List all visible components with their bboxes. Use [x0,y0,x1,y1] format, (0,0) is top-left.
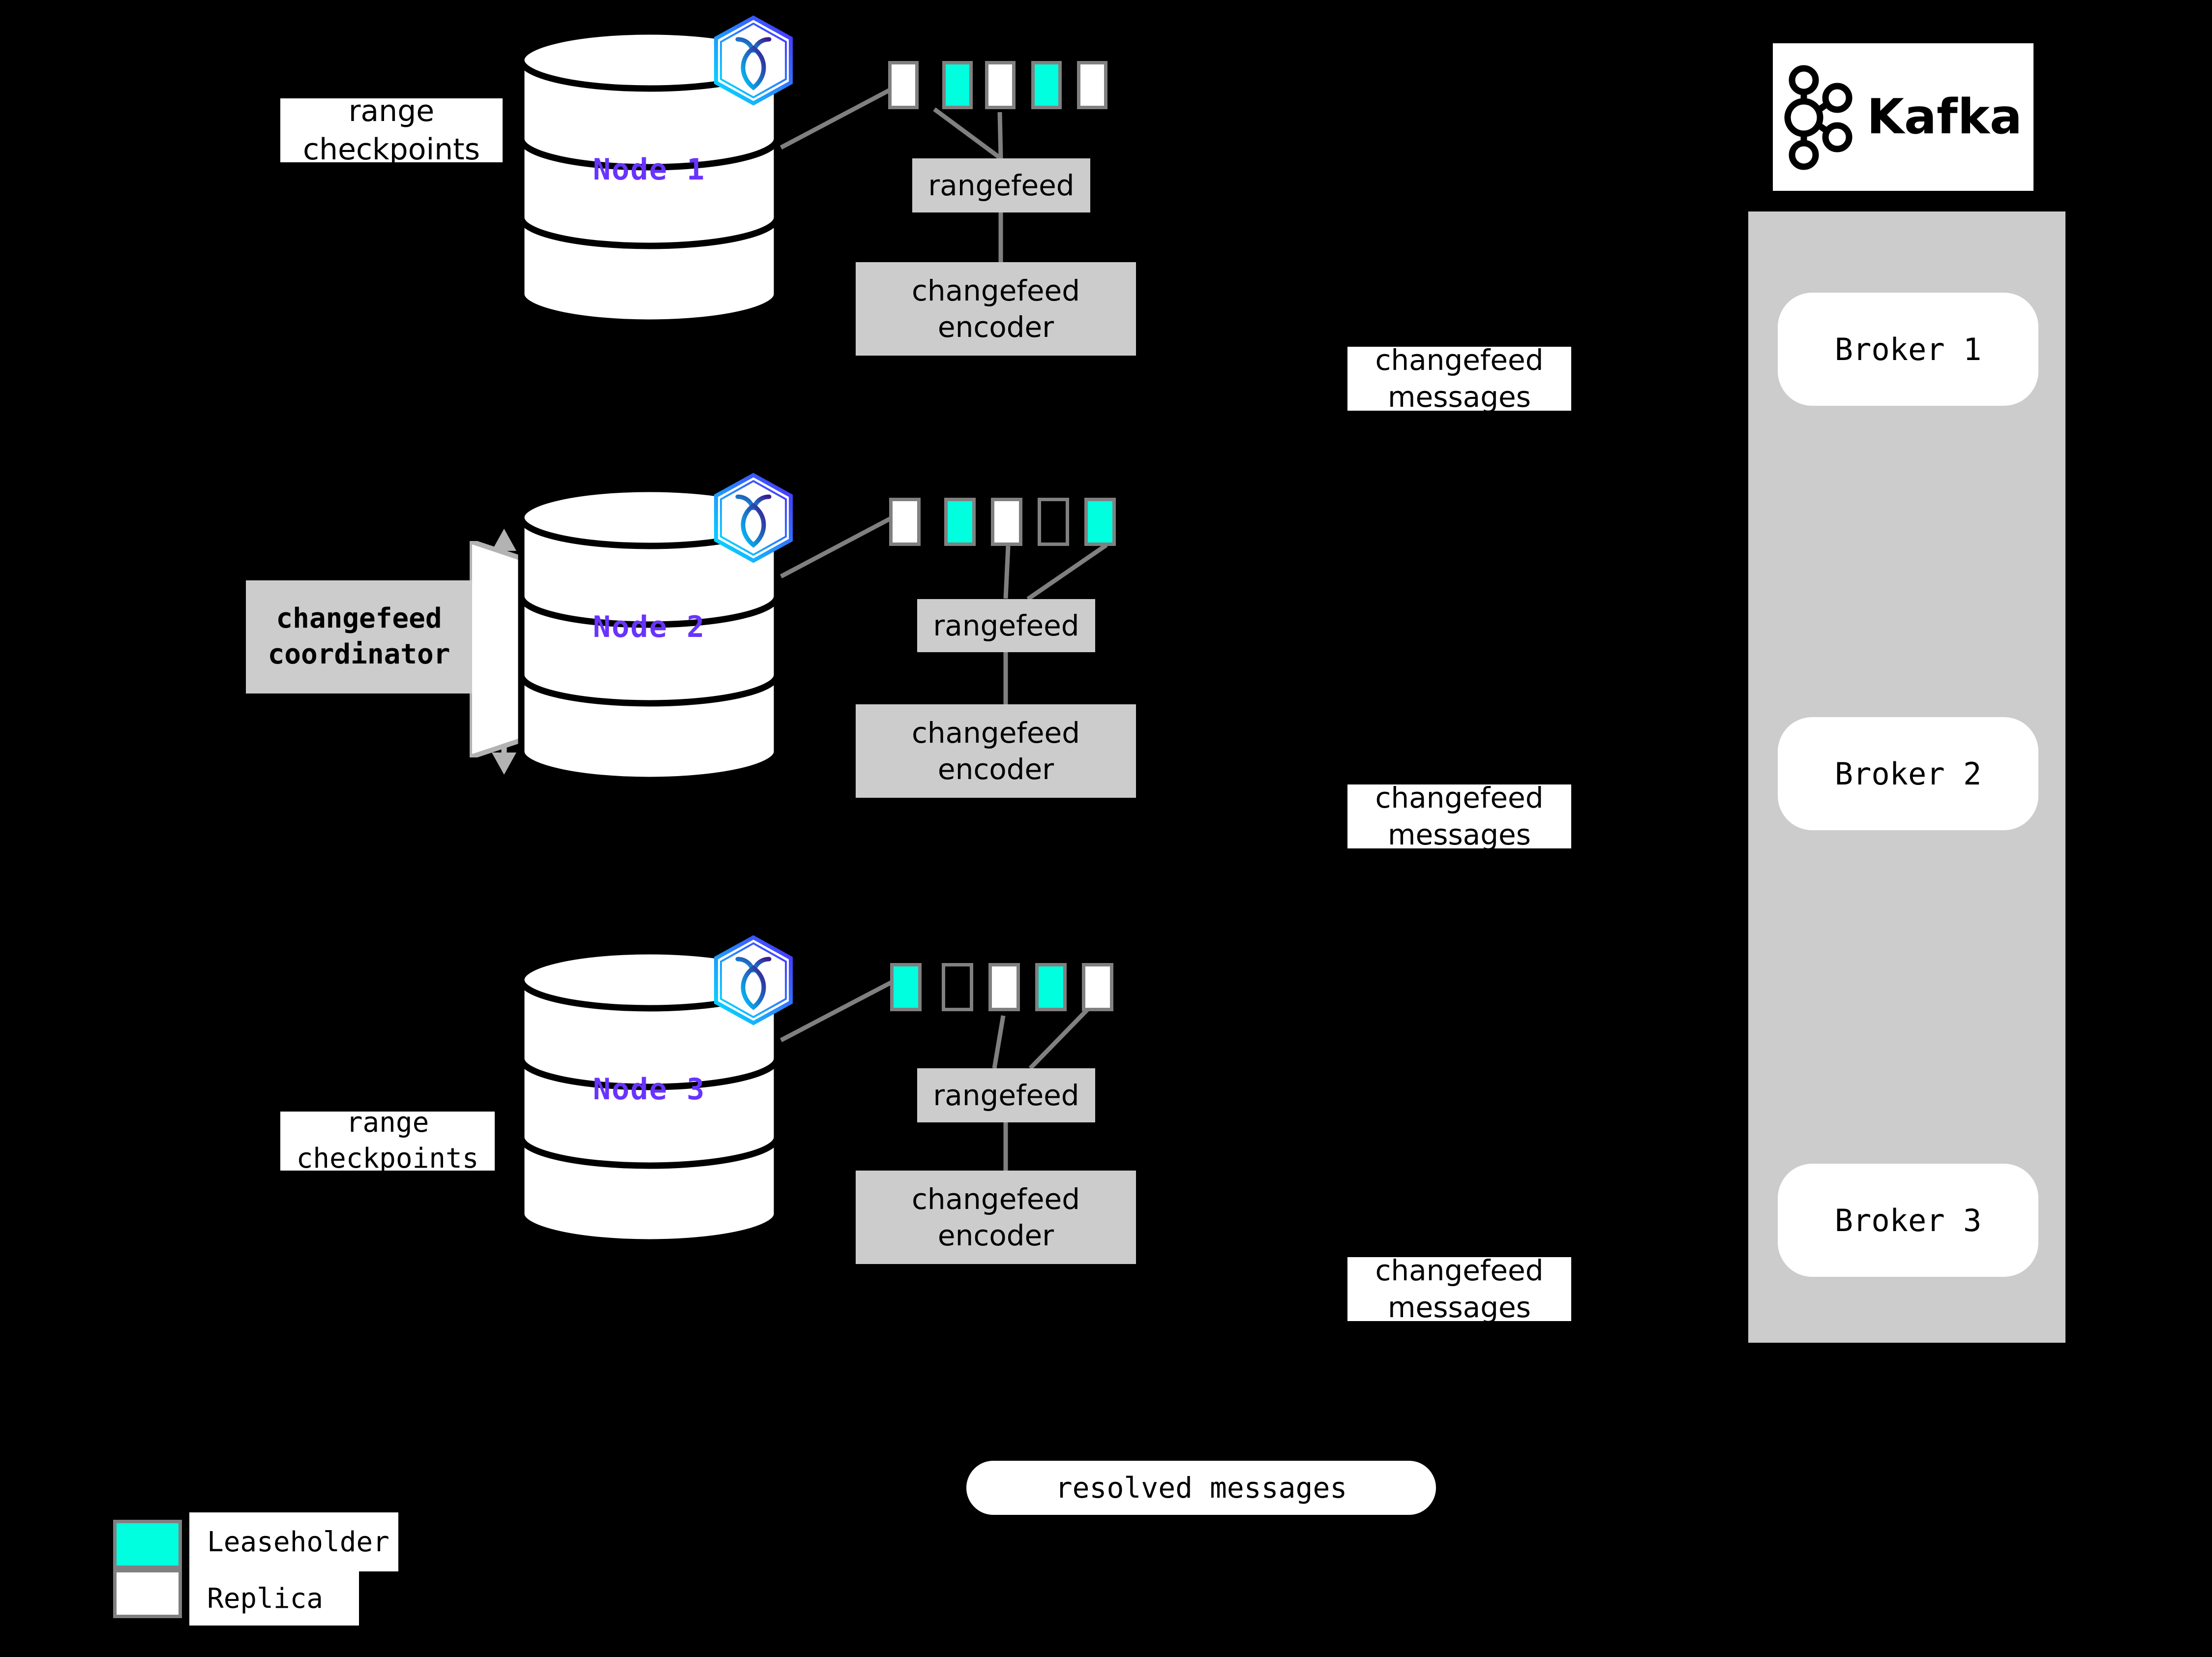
node1-range-2[interactable] [942,61,973,109]
node3-label: Node 3 [593,1072,706,1107]
node2-changefeed-messages-label: changefeed messages [1347,784,1571,848]
node2-range-3[interactable] [991,498,1022,546]
legend-swatch-leaseholder [113,1520,182,1569]
node3-range-5[interactable] [1082,963,1113,1011]
legend-leaseholder-text: Leaseholder [207,1526,389,1558]
node2-range-4[interactable] [1038,498,1069,546]
node3-rangefeed-box[interactable]: rangefeed [917,1068,1095,1122]
node1-changefeed-messages-label: changefeed messages [1347,347,1571,411]
node3-changefeed-messages-label: changefeed messages [1347,1257,1571,1321]
node2-range-5[interactable] [1084,498,1116,546]
node3-range-3[interactable] [988,963,1020,1011]
node3-messages-text: changefeed messages [1375,1257,1544,1321]
node1-range-4[interactable] [1031,61,1062,109]
node2-label: Node 2 [593,610,706,644]
node2-range-1[interactable] [889,498,921,546]
node2-encoder-label: changefeed encoder [911,716,1080,786]
legend-replica-text: Replica [207,1582,324,1615]
legend-label-leaseholder: Leaseholder [189,1512,398,1571]
cockroachdb-hexagon-icon [709,14,798,107]
legend-swatch-replica [113,1569,182,1618]
node1-range-1[interactable] [888,61,919,109]
node1-checkpoint-text: range checkpoints [303,98,480,162]
node1-cylinder[interactable]: Node 1 [516,30,782,325]
node1-label: Node 1 [593,152,706,187]
cockroachdb-hexagon-icon [709,471,798,565]
node1-changefeed-encoder-box[interactable]: changefeed encoder [856,262,1136,356]
node1-range-5[interactable] [1077,61,1107,109]
node3-cylinder[interactable]: Node 3 [516,949,782,1244]
node2-range-2[interactable] [944,498,976,546]
coordinator-label: changefeed coordinator [268,603,450,670]
node3-range-2[interactable] [942,963,973,1011]
node1-encoder-label: changefeed encoder [911,273,1080,344]
node1-range-checkpoints-label: range checkpoints [280,98,503,162]
changefeed-coordinator-box[interactable]: changefeed coordinator [246,580,472,693]
resolved-messages-pill[interactable]: resolved messages [966,1461,1436,1515]
kafka-logo-box: Kafka [1773,43,2033,191]
node3-range-checkpoints-label: range checkpoints [280,1112,495,1171]
legend-label-replica: Replica [189,1571,359,1626]
node1-rangefeed-box[interactable]: rangefeed [912,158,1090,212]
broker-card-3[interactable]: Broker 3 [1778,1164,2038,1277]
cockroachdb-hexagon-icon [709,934,798,1027]
node3-range-4[interactable] [1035,963,1067,1011]
kafka-graph-icon [1784,65,1853,170]
node2-messages-text: changefeed messages [1375,784,1544,848]
node2-rangefeed-label: rangefeed [933,608,1079,642]
node2-changefeed-encoder-box[interactable]: changefeed encoder [856,704,1136,798]
node1-messages-text: changefeed messages [1375,347,1544,411]
resolved-messages-label: resolved messages [1055,1471,1347,1505]
broker-2-label: Broker 2 [1834,755,1982,792]
node3-range-1[interactable] [890,963,922,1011]
kafka-wordmark: Kafka [1866,89,2022,145]
broker-card-1[interactable]: Broker 1 [1778,293,2038,406]
node3-checkpoint-text: range checkpoints [296,1112,479,1171]
broker-1-label: Broker 1 [1834,331,1982,367]
node1-range-3[interactable] [985,61,1016,109]
node2-rangefeed-box[interactable]: rangefeed [917,599,1095,652]
node3-changefeed-encoder-box[interactable]: changefeed encoder [856,1171,1136,1264]
node1-rangefeed-label: rangefeed [928,168,1075,202]
broker-card-2[interactable]: Broker 2 [1778,717,2038,830]
node3-rangefeed-label: rangefeed [933,1078,1079,1112]
node3-encoder-label: changefeed encoder [911,1182,1080,1252]
broker-3-label: Broker 3 [1834,1202,1982,1238]
